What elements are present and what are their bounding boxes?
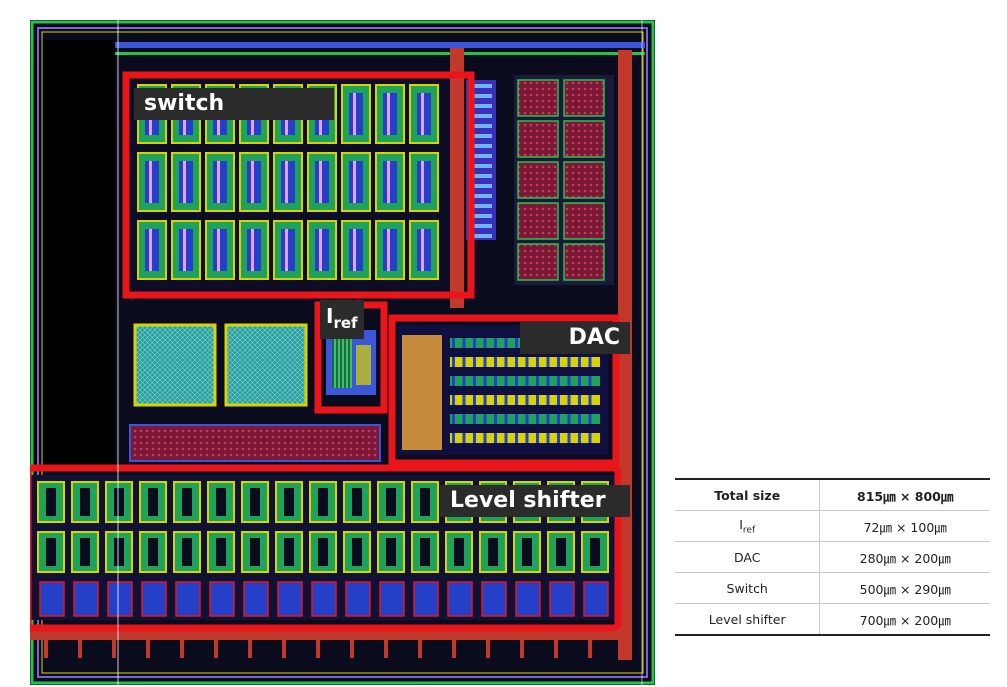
top-bus: [115, 42, 645, 48]
mid-rail: [450, 48, 464, 308]
table-cell-name: Total size: [675, 478, 821, 511]
table-cell-value: 500㎛ × 290㎛: [819, 572, 990, 604]
chip-layout-drawing: [30, 20, 655, 685]
iref-label: Iref: [320, 300, 364, 339]
top-bus-2: [115, 52, 645, 55]
switch-label: switch: [134, 88, 334, 120]
table-cell-name: Iref: [675, 510, 821, 542]
mid-row-caps: [129, 424, 381, 462]
bottom-pins: [44, 640, 592, 658]
table-cell-value: 700㎛ × 200㎛: [819, 603, 990, 636]
iref-name-sub: ref: [742, 525, 756, 536]
level-shifter-highlight-frame: [30, 464, 622, 632]
iref-name-main: I: [739, 516, 743, 532]
table-row: Total size 815㎛ × 800㎛: [675, 478, 990, 511]
table-cell-name: DAC: [675, 541, 821, 573]
dac-label: DAC: [520, 322, 630, 354]
dac-highlight-frame: [388, 314, 620, 467]
table-row: Switch 500㎛ × 290㎛: [675, 572, 990, 604]
size-table: Total size 815㎛ × 800㎛ Iref 72㎛ × 100㎛ D…: [675, 478, 990, 636]
resistor-strip-lines: [470, 84, 492, 238]
table-cell-value: 280㎛ × 200㎛: [819, 541, 990, 573]
table-row: Level shifter 700㎛ × 200㎛: [675, 603, 990, 636]
table-row: DAC 280㎛ × 200㎛: [675, 541, 990, 573]
teal-cap-left: [133, 323, 217, 407]
outer-frame: [30, 20, 655, 685]
switch-cell-grid: [137, 84, 439, 280]
black-column: [30, 40, 115, 470]
outer-frame-inner2: [41, 31, 644, 674]
teal-cap-right: [224, 323, 308, 407]
table-cell-name: Level shifter: [675, 603, 821, 636]
table-cell-value: 815㎛ × 800㎛: [819, 478, 990, 511]
iref-label-sub: ref: [333, 314, 358, 332]
table-row: Iref 72㎛ × 100㎛: [675, 510, 990, 542]
switch-highlight-frame: [122, 71, 475, 299]
table-cell-value: 72㎛ × 100㎛: [819, 510, 990, 542]
capacitor-array: [517, 79, 605, 281]
chip-layout: switch Iref DAC Level shifter: [30, 20, 655, 685]
level-shifter-label: Level shifter: [440, 485, 630, 517]
table-cell-name: Switch: [675, 572, 821, 604]
iref-label-main: I: [326, 304, 334, 328]
outer-frame-inner: [37, 27, 648, 678]
level-shifter-cells: [37, 481, 609, 617]
